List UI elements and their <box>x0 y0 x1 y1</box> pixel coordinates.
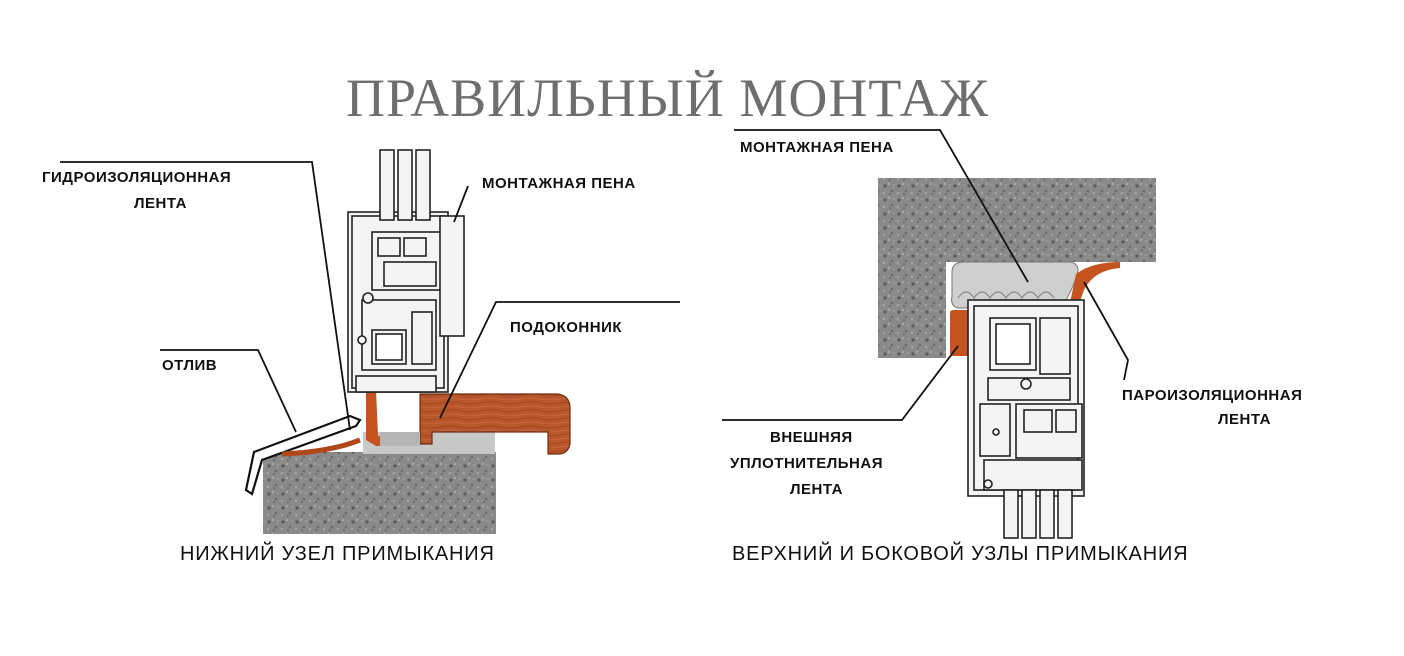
left-windowsill <box>419 393 571 455</box>
label-outer-tape-line3: ЛЕНТА <box>790 481 843 498</box>
left-frame-foam <box>380 432 420 446</box>
leader-drip <box>160 349 297 433</box>
leader-waterproof <box>60 161 351 431</box>
right-leader-lines <box>722 129 1129 421</box>
leader-foam-right <box>734 129 1029 283</box>
label-waterproof-tape-line2: ЛЕНТА <box>134 195 187 212</box>
label-vapor-tape-line1: ПАРОИЗОЛЯЦИОННАЯ <box>1122 387 1303 404</box>
label-outer-tape-line2: УПЛОТНИТЕЛЬНАЯ <box>730 455 884 472</box>
right-concrete-block <box>878 178 1156 358</box>
right-outer-tape <box>950 310 972 356</box>
left-concrete-block <box>263 452 496 534</box>
left-leader-lines <box>60 161 680 433</box>
right-upper-side-junction <box>722 129 1156 539</box>
label-outer-tape-line1: ВНЕШНЯЯ <box>770 429 853 446</box>
leader-sill <box>439 301 680 419</box>
caption-upper-side-junction: ВЕРХНИЙ И БОКОВОЙ УЗЛЫ ПРИМЫКАНИЯ <box>732 543 1189 565</box>
label-drip: ОТЛИВ <box>162 357 218 374</box>
left-window-profile <box>347 149 465 393</box>
page-title: ПРАВИЛЬНЫЙ МОНТАЖ <box>346 68 990 128</box>
label-sill: ПОДОКОННИК <box>510 319 623 336</box>
leader-foam-left <box>453 185 469 223</box>
leader-outer-tape <box>722 345 959 421</box>
right-vapor-tape <box>1068 262 1120 312</box>
label-waterproof-tape-line1: ГИДРОИЗОЛЯЦИОННАЯ <box>42 169 232 186</box>
caption-lower-junction: НИЖНИЙ УЗЕЛ ПРИМЫКАНИЯ <box>180 543 495 565</box>
right-window-profile <box>967 299 1085 539</box>
label-foam-left: МОНТАЖНАЯ ПЕНА <box>482 175 636 192</box>
leader-vapor <box>1083 281 1129 381</box>
left-lower-junction <box>60 149 680 534</box>
label-vapor-tape-line2: ЛЕНТА <box>1218 411 1271 428</box>
label-foam-right: МОНТАЖНАЯ ПЕНА <box>740 139 894 156</box>
right-foam-bubbles <box>957 291 1055 300</box>
left-drip-edge <box>281 437 361 457</box>
